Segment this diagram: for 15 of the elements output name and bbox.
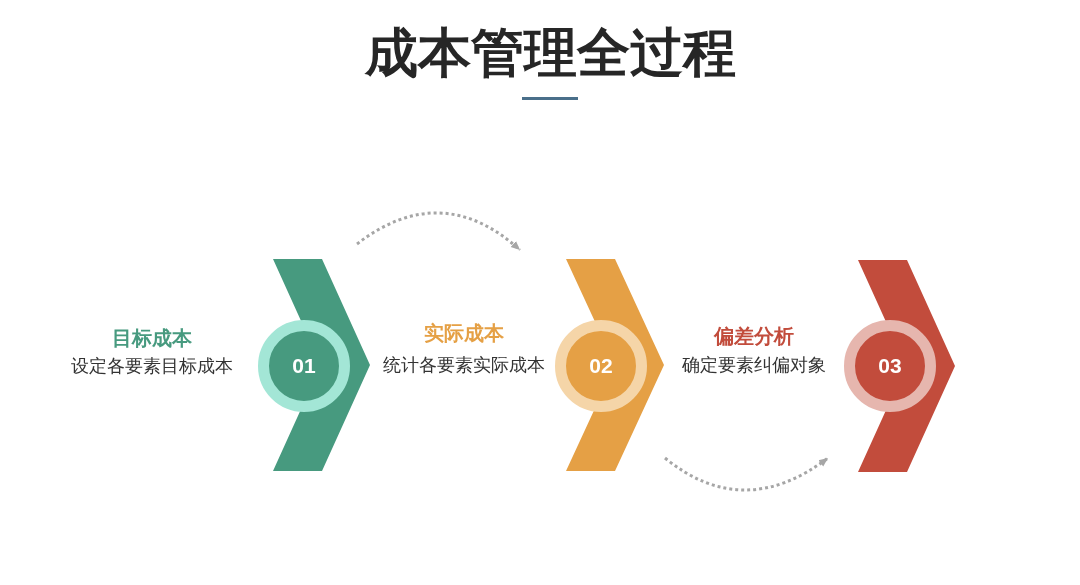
step-description: 设定各要素目标成本 bbox=[71, 356, 233, 378]
curved-arrow bbox=[664, 456, 829, 492]
step-description: 确定要素纠偏对象 bbox=[682, 355, 826, 377]
number-circle: 03 bbox=[844, 320, 936, 412]
chevron-shape bbox=[273, 259, 370, 471]
title: 成本管理全过程 bbox=[364, 22, 736, 84]
chevron-shape bbox=[566, 259, 664, 471]
step-heading: 目标成本 bbox=[112, 326, 192, 350]
step-description: 统计各要素实际成本 bbox=[383, 355, 545, 377]
step-heading: 偏差分析 bbox=[714, 324, 794, 348]
step-heading: 实际成本 bbox=[424, 321, 504, 345]
curved-arrow bbox=[356, 211, 521, 252]
number-circle: 01 bbox=[258, 320, 350, 412]
chevron-shape bbox=[858, 260, 955, 472]
number-circle: 02 bbox=[555, 320, 647, 412]
